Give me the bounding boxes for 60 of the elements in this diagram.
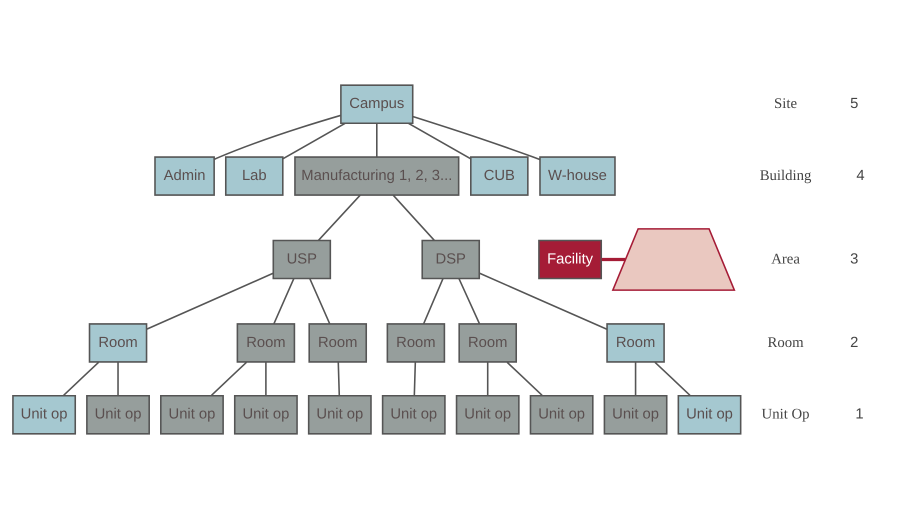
connector bbox=[486, 362, 488, 395]
label: Building bbox=[760, 167, 812, 184]
connector bbox=[408, 122, 471, 159]
node-box: Unit op bbox=[160, 394, 224, 434]
label: 4 bbox=[856, 167, 865, 184]
connector bbox=[146, 272, 274, 330]
node-box: Room bbox=[458, 322, 518, 362]
connector bbox=[214, 114, 341, 160]
connector bbox=[458, 278, 480, 324]
label: Unit Op bbox=[762, 406, 810, 422]
node-box: CUB bbox=[470, 156, 529, 196]
connector bbox=[634, 362, 636, 395]
node-box: Admin bbox=[154, 156, 215, 196]
node-box: W-house bbox=[539, 156, 616, 196]
node-box: USP bbox=[272, 239, 332, 279]
connector bbox=[318, 194, 361, 240]
node-box: Unit op bbox=[382, 394, 446, 434]
node-box: Lab bbox=[224, 156, 284, 196]
node-box: Manufacturing 1, 2, 3... bbox=[294, 156, 460, 196]
connector bbox=[506, 361, 543, 396]
connector bbox=[412, 115, 540, 160]
label: Room bbox=[768, 334, 804, 350]
node-box: Room bbox=[308, 322, 368, 362]
node-box: Room bbox=[88, 322, 148, 362]
node-box: Room bbox=[386, 322, 446, 362]
node-box: Unit op bbox=[234, 394, 298, 434]
node-box: Facility bbox=[538, 239, 602, 279]
connector bbox=[273, 278, 295, 324]
connector bbox=[117, 362, 119, 395]
label: Site bbox=[774, 96, 798, 112]
connector bbox=[210, 361, 248, 396]
connector bbox=[479, 272, 608, 330]
node-box: Unit op bbox=[530, 394, 594, 434]
node-box: Unit op bbox=[86, 394, 150, 434]
label: 5 bbox=[850, 96, 858, 112]
node-box: Room bbox=[606, 322, 665, 362]
node-box: Campus bbox=[340, 84, 414, 124]
connector bbox=[422, 278, 444, 324]
connector bbox=[602, 257, 626, 261]
node-trapezoid bbox=[612, 228, 736, 290]
connector bbox=[337, 362, 340, 395]
connector bbox=[63, 361, 100, 396]
connector bbox=[265, 362, 267, 395]
connector bbox=[414, 362, 416, 395]
node-box: Unit op bbox=[12, 394, 76, 434]
node-box: Unit op bbox=[456, 394, 520, 434]
connector bbox=[282, 122, 346, 159]
label: Area bbox=[771, 250, 800, 267]
label: 3 bbox=[850, 250, 858, 267]
node-box: Unit op bbox=[308, 394, 372, 434]
label: 2 bbox=[850, 334, 858, 350]
connector bbox=[392, 194, 435, 240]
node-box: DSP bbox=[421, 239, 480, 279]
connector bbox=[309, 278, 330, 324]
label: 1 bbox=[855, 406, 864, 422]
node-box: Unit op bbox=[678, 394, 742, 434]
connector bbox=[376, 123, 378, 156]
connector bbox=[654, 361, 690, 396]
node-box: Room bbox=[236, 322, 296, 362]
node-box: Unit op bbox=[604, 394, 668, 434]
